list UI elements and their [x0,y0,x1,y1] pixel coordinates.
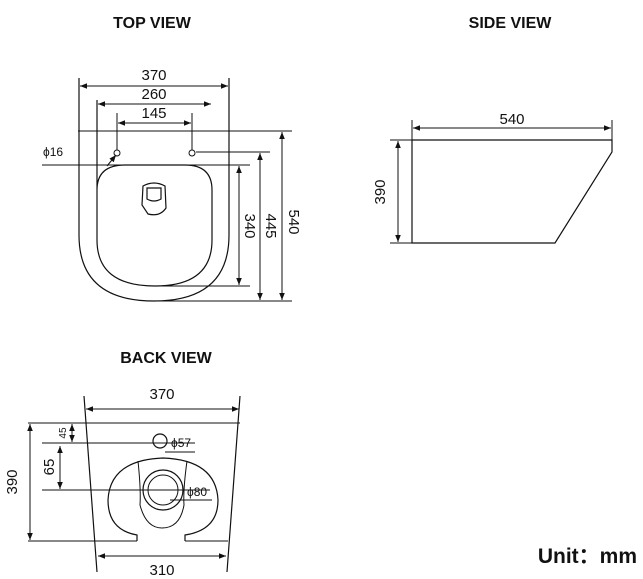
outlet-inner [147,474,179,506]
bowl-opening [141,182,167,216]
dim-hole-diameter: ϕ16 [43,145,63,159]
dim-145: 145 [141,105,166,122]
top-view: TOP VIEW 370 260 145 ϕ16 340 445 540 [42,15,302,302]
inlet-hole [152,433,168,449]
dim-540: 540 [285,209,302,234]
back-view: BACK VIEW 370 310 390 45 65 ϕ57 ϕ80 [4,350,241,579]
inlet-diameter-label: ϕ57 [171,436,191,450]
dim-260: 260 [141,86,166,103]
seat-back-outline [107,457,219,541]
side-dim-540: 540 [499,111,524,128]
mounting-hole-left [113,149,121,157]
side-profile [411,139,613,244]
dim-340: 340 [241,213,258,238]
outlet-diameter-label: ϕ80 [187,485,207,499]
dim-370: 370 [141,67,166,84]
back-dim-390: 390 [4,469,21,494]
top-view-title: TOP VIEW [113,15,192,32]
seat-outline [96,100,213,287]
unit-label: Unit：mm [538,545,637,568]
side-view-title: SIDE VIEW [469,15,553,32]
side-view: SIDE VIEW 540 390 [372,15,613,244]
side-dim-390: 390 [372,179,389,204]
back-dim-310: 310 [149,562,174,579]
back-view-title: BACK VIEW [120,350,212,367]
back-dim-45: 45 [58,427,69,439]
back-dim-370: 370 [149,386,174,403]
dim-445: 445 [262,213,279,238]
mounting-hole-right [188,149,196,157]
outlet-outer [142,469,184,511]
back-dim-65: 65 [41,459,58,476]
